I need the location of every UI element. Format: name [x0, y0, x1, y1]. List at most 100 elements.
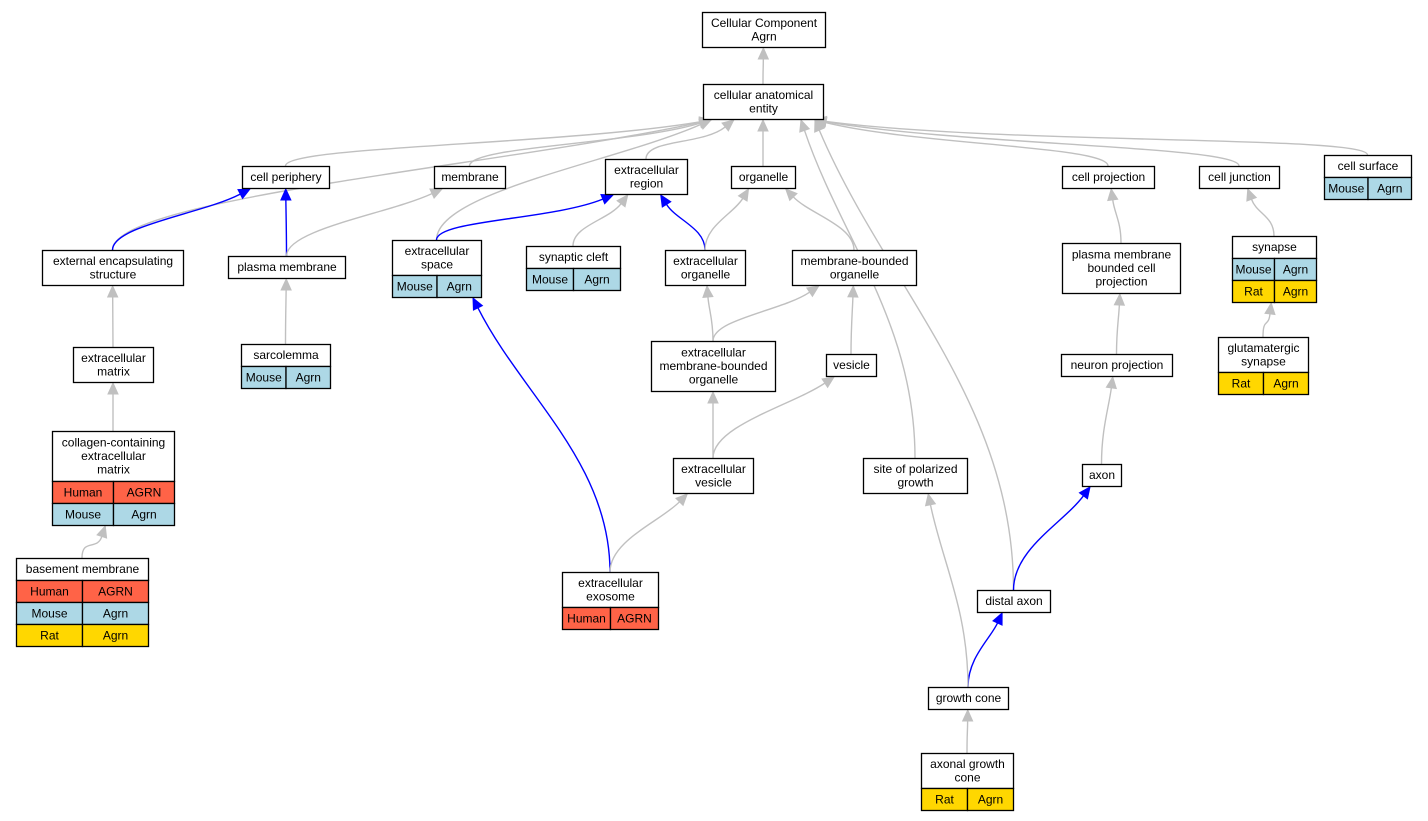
node-box	[664, 249, 747, 287]
node-label: membrane	[441, 170, 499, 184]
node-label: extracellular	[81, 351, 146, 365]
edge-ec-vesicle-to-vesicle	[712, 382, 826, 459]
node-label: vesicle	[695, 475, 732, 489]
species-label: Mouse	[532, 273, 568, 287]
edge-distal-axon-to-cae	[818, 129, 1015, 591]
node-label: cellular anatomical	[714, 88, 813, 102]
edge-site-polarized-to-cae	[803, 130, 916, 459]
node-distal-axon[interactable]: distal axon	[976, 589, 1052, 614]
edge-ext-encap-to-cell-periphery	[111, 193, 241, 251]
node-axon[interactable]: axon	[1081, 463, 1123, 488]
edge-neuron-projection-to-pm-bounded-proj	[1115, 304, 1121, 355]
gene-cell	[572, 267, 622, 292]
edge-arrowhead	[698, 119, 713, 130]
edge-arrowhead	[757, 46, 770, 60]
edge-axon-to-neuron-projection	[1100, 387, 1113, 465]
node-growth-cone[interactable]: growth cone	[927, 686, 1010, 711]
node-label: basement membrane	[26, 562, 140, 576]
node-label: structure	[90, 267, 137, 281]
edge-arrowhead	[675, 493, 689, 507]
node-membrane[interactable]: membrane	[433, 165, 507, 190]
edge-arrowhead	[616, 194, 629, 208]
node-box	[702, 83, 825, 121]
node-label: matrix	[97, 364, 130, 378]
gene-label: Agrn	[1283, 285, 1308, 299]
node-box	[1217, 336, 1310, 374]
edge-arrowhead	[1246, 187, 1258, 202]
edge-arrowhead	[757, 118, 769, 132]
edge-arrowhead	[784, 188, 798, 202]
node-label: sarcolemma	[253, 348, 319, 362]
node-label: growth	[897, 475, 933, 489]
edge-arrowhead	[472, 296, 484, 311]
edge-ecr-to-cae	[645, 126, 726, 160]
node-collagen-ecm[interactable]: collagen-containingextracellularmatrixHu…	[51, 430, 176, 527]
node-vesicle[interactable]: vesicle	[825, 353, 878, 378]
node-label: synapse	[1252, 240, 1297, 254]
node-label: exosome	[586, 589, 635, 603]
edge-arrowhead	[799, 118, 811, 133]
node-cell-projection[interactable]: cell projection	[1061, 165, 1156, 190]
node-box	[51, 430, 176, 483]
edge-arrowhead	[847, 284, 859, 298]
edge-arrowhead	[107, 381, 119, 395]
edge-cell-surface-to-cae	[825, 120, 1369, 156]
species-label: Rat	[1232, 377, 1251, 391]
edge-arrowhead	[1078, 486, 1091, 500]
species-label: Mouse	[1328, 182, 1364, 196]
edge-synapse-to-cell-junction	[1250, 199, 1275, 237]
edge-cell-junction-to-cae	[825, 121, 1240, 167]
gene-cell	[112, 502, 176, 527]
gene-cell	[436, 274, 483, 299]
node-box	[862, 457, 969, 495]
species-label: Mouse	[397, 280, 433, 294]
edge-arrowhead	[924, 492, 937, 507]
edge-glut-synapse-to-synapse	[1262, 313, 1271, 338]
gene-label: Agrn	[447, 280, 472, 294]
node-neuron-projection[interactable]: neuron projection	[1060, 353, 1174, 378]
edge-synaptic-cleft-to-ecr	[572, 203, 622, 247]
node-box	[227, 255, 347, 280]
edge-arrowhead	[237, 188, 252, 200]
node-cell-junction[interactable]: cell junction	[1198, 165, 1281, 190]
node-label: plasma membrane	[237, 260, 337, 274]
node-box	[604, 158, 689, 196]
node-box	[927, 686, 1010, 711]
node-label: entity	[749, 101, 778, 115]
node-box	[72, 346, 155, 384]
gene-cell	[966, 787, 1015, 812]
node-plasma-membrane[interactable]: plasma membrane	[227, 255, 347, 280]
edge-ec-organelle-to-organelle	[704, 198, 744, 251]
node-organelle[interactable]: organelle	[730, 165, 797, 190]
node-label: cell periphery	[250, 170, 321, 184]
node-label: cell projection	[1072, 170, 1145, 184]
species-label: Rat	[1244, 285, 1263, 299]
node-label: membrane-bounded	[800, 254, 908, 268]
edge-arrowhead	[280, 277, 292, 291]
gene-cell	[285, 365, 332, 390]
node-cell-periphery[interactable]: cell periphery	[241, 165, 331, 190]
edge-pm-bounded-proj-to-cell-projection	[1112, 199, 1122, 244]
gene-label: Agrn	[103, 607, 128, 621]
